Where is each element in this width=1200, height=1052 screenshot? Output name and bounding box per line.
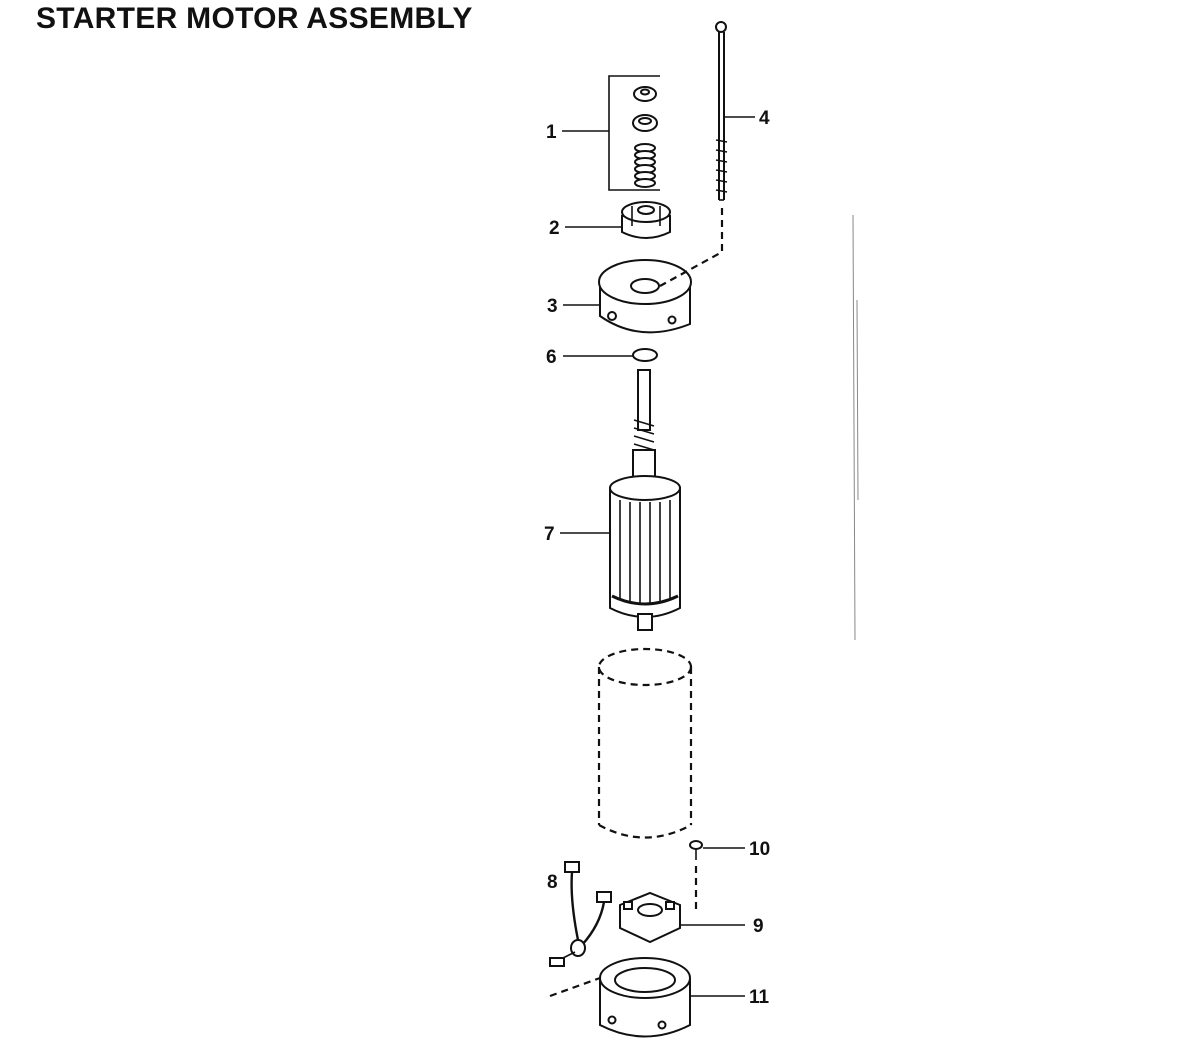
- part-1-kit: [608, 75, 660, 191]
- brush-path-dashed: [549, 976, 601, 998]
- kit-bracket: [608, 75, 660, 191]
- page-title: STARTER MOTOR ASSEMBLY: [36, 2, 473, 35]
- part-6-o-ring: [632, 348, 658, 362]
- spring: [634, 143, 656, 188]
- scan-artifact-line: [856, 299, 859, 501]
- callout-9: 9: [753, 916, 764, 937]
- armature-windings: [619, 500, 671, 604]
- callout-4: 4: [759, 108, 770, 129]
- callout-7: 7: [544, 524, 555, 545]
- callout-11: 11: [749, 987, 770, 1008]
- part-2-drive-pinion: [621, 201, 671, 239]
- field-frame-dashed: [597, 647, 693, 839]
- part-11-commutator-end-cap: [599, 957, 691, 1038]
- scan-artifact-line: [852, 214, 856, 641]
- part-9-brush-holder: [619, 891, 681, 944]
- callout-8: 8: [547, 872, 558, 893]
- callout-1: 1: [546, 122, 557, 143]
- part-4-through-bolt: [715, 21, 728, 201]
- bolt-path-dashed: [659, 208, 724, 287]
- part-3-drive-end-cap: [598, 259, 692, 334]
- callout-10: 10: [749, 839, 770, 860]
- part-8-brush-lead: [549, 861, 612, 967]
- callout-2: 2: [549, 218, 560, 239]
- callout-6: 6: [546, 347, 557, 368]
- part-7-armature: [609, 369, 681, 631]
- part-10-screw: [689, 840, 703, 860]
- callout-3: 3: [547, 296, 558, 317]
